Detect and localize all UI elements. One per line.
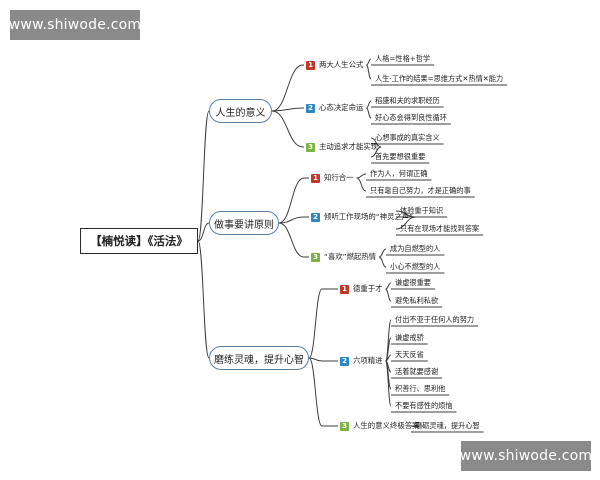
- sub-topic: 1 德重于才: [340, 284, 383, 294]
- leaf-node: 不要有感性的烦恼: [395, 401, 453, 410]
- connector-sub-leaf: [395, 216, 417, 230]
- leaf-node: 谦虚很重要: [395, 278, 431, 287]
- connector-branch-sub: [271, 64, 304, 112]
- sub-topic: 2 倾听工作现场的“神灵之声”: [311, 212, 413, 222]
- connector-branch-sub: [278, 177, 305, 224]
- connector-branch-sub: [308, 288, 323, 359]
- leaf-node: 作为人，何谓正确: [370, 169, 428, 178]
- sub-number-badge: 3: [306, 142, 315, 152]
- sub-topic-label: 两大人生公式: [319, 60, 364, 69]
- sub-number-badge: 1: [306, 60, 315, 70]
- connector-sub-leaf: [366, 107, 372, 119]
- sub-topic-label: 知行合一: [324, 173, 354, 182]
- sub-topic: 3 人生的意义终极答案: [340, 421, 420, 431]
- connector-sub-leaf: [385, 360, 392, 407]
- sub-number-badge: 1: [311, 173, 320, 183]
- leaf-node: 只有在现场才能找到答案: [400, 224, 480, 233]
- sub-topic-label: 人生的意义终极答案: [353, 421, 420, 430]
- sub-number-badge: 2: [306, 103, 315, 113]
- connector-branch-sub: [278, 216, 305, 224]
- connector-sub-leaf: [370, 146, 382, 158]
- sub-topic: 3 “喜欢”燃起热情: [311, 252, 376, 262]
- sub-topic-label: “喜欢”燃起热情: [324, 252, 377, 261]
- sub-topic: 2 六项精进: [340, 356, 383, 366]
- sub-number-badge: 3: [311, 252, 320, 262]
- leaf-node: 心想事成的真实含义: [375, 133, 440, 142]
- leaf-node: 避免私利私欲: [395, 296, 439, 305]
- sub-topic: 1 两大人生公式: [306, 60, 363, 70]
- leaf-node: 磨砺灵魂，提升心智: [415, 421, 480, 430]
- leaf-node: 好心态会得到良性循环: [375, 113, 447, 122]
- branch-node: 做事要讲原则: [209, 211, 279, 235]
- connector-branch-sub: [308, 357, 323, 362]
- leaf-node: 天天反省: [395, 350, 424, 359]
- leaf-node: 成为自燃型的人: [390, 244, 441, 253]
- sub-topic: 1 知行合一: [311, 173, 354, 183]
- connector-branch-sub: [308, 357, 323, 427]
- leaf-node: 稻盛和夫的求职经历: [375, 96, 440, 105]
- branch-node: 人生的意义: [209, 99, 272, 123]
- sub-topic-label: 倾听工作现场的“神灵之声”: [324, 212, 413, 221]
- sub-topic-label: 六项精进: [353, 356, 383, 365]
- sub-topic-label: 心态决定命运: [319, 103, 364, 112]
- watermark-bottom: www.shiwode.com: [460, 441, 592, 471]
- connector-sub-leaf: [378, 256, 387, 268]
- leaf-node: 谦虚戒骄: [395, 333, 424, 342]
- connector-root-branch: [197, 110, 210, 242]
- connector-branch-sub: [278, 222, 305, 258]
- sub-number-badge: 3: [340, 421, 349, 431]
- leaf-node: 人格=性格+哲学: [375, 54, 431, 63]
- sub-number-badge: 1: [340, 284, 349, 294]
- watermark-top: www.shiwode.com: [9, 10, 141, 40]
- sub-number-badge: 2: [340, 356, 349, 366]
- connector-sub-leaf: [356, 177, 367, 192]
- sub-topic-label: 主动追求才能实现: [319, 142, 379, 151]
- connector-sub-leaf: [385, 282, 392, 290]
- connector-branch-sub: [271, 107, 304, 112]
- connector-sub-leaf: [366, 100, 372, 109]
- sub-topic: 2 心态决定命运: [306, 103, 363, 113]
- connector-sub-leaf: [356, 173, 367, 179]
- leaf-node: 付出不亚于任何人的努力: [395, 315, 475, 324]
- root-node: 【楠悦读】《活法》: [80, 228, 198, 254]
- connector-root-branch: [197, 240, 210, 359]
- leaf-node: 只有靠自己努力，才是正确的事: [370, 186, 471, 195]
- connector-sub-leaf: [385, 288, 392, 302]
- connector-sub-leaf: [366, 58, 372, 66]
- sub-number-badge: 2: [311, 212, 320, 222]
- branch-node: 磨练灵魂，提升心智: [209, 346, 309, 370]
- sub-topic-label: 德重于才: [353, 284, 383, 293]
- leaf-node: 体验重于知识: [400, 206, 444, 215]
- sub-topic: 3 主动追求才能实现: [306, 142, 378, 152]
- leaf-node: 小心不燃型的人: [390, 262, 441, 271]
- leaf-node: 活着就要感谢: [395, 367, 439, 376]
- leaf-node: 积善行、思利他: [395, 384, 446, 393]
- connector-branch-sub: [271, 110, 304, 148]
- leaf-node: 首先要想很重要: [375, 152, 426, 161]
- leaf-node: 人生·工作的结果=思维方式✕热情✕能力: [375, 74, 504, 83]
- connector-sub-leaf: [378, 248, 387, 258]
- connector-root-branch: [197, 222, 210, 242]
- connector-sub-leaf: [365, 64, 372, 80]
